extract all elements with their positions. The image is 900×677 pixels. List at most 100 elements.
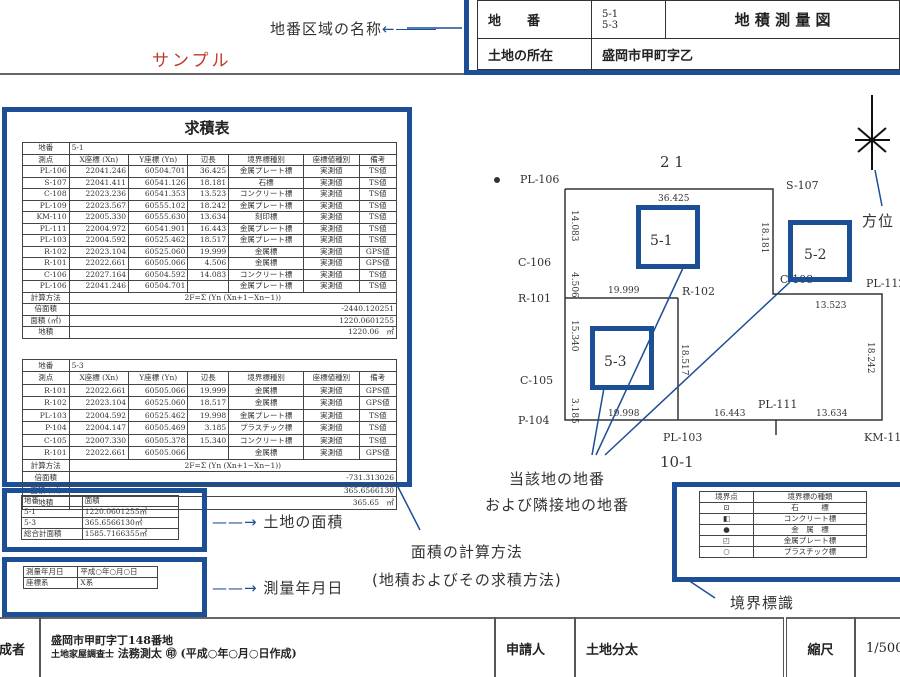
table-cell: 実測値 (303, 188, 360, 201)
table-row: 倍面積-2440.120251 (22, 303, 398, 316)
table-cell: 測量年月日 (22, 566, 79, 578)
table-cell: PL-111 (22, 222, 70, 235)
table-cell: 60525.462 (128, 234, 189, 247)
table-cell: 境界標の種類 (753, 491, 867, 503)
edge-length: 18.181 (759, 222, 769, 254)
neighbor-lot-label: 2 1 (660, 153, 684, 171)
annotation-survey-date: ——→ 測量年月日 (212, 577, 343, 598)
table-cell: TS値 (358, 234, 398, 247)
survey-point-label: PL-112 (866, 277, 900, 290)
table-cell: 1585.7166355㎡ (81, 528, 180, 540)
table-cell: 22041.411 (68, 176, 130, 189)
table-cell: 金属プレート標 (753, 535, 867, 547)
edge-length: 19.999 (608, 286, 640, 296)
table-cell: 36.425 (187, 165, 230, 178)
parcel-label: 5-1 (650, 233, 673, 249)
table-cell: 座標値種別 (303, 153, 360, 166)
table-cell: 60504.701 (128, 165, 189, 178)
table-cell: コンクリート標 (228, 188, 305, 201)
table-cell: TS値 (358, 165, 398, 178)
table-cell: 実測値 (303, 176, 360, 189)
edge-length: 36.425 (658, 194, 690, 204)
table-cell: X系 (77, 577, 158, 589)
annotation-text: 測量年月日 (263, 579, 344, 597)
table-cell: 石 標 (753, 502, 867, 514)
edge-length: 3.185 (569, 398, 579, 424)
arrow-icon: ——→ (212, 579, 264, 597)
arrow-line (395, 29, 436, 30)
table-cell: 石標 (228, 176, 305, 189)
annotation-lot-numbers: 当該地の地番 および隣接地の地番 (485, 466, 629, 518)
table-cell: C-108 (22, 188, 70, 201)
edge-length: 16.443 (714, 409, 746, 419)
annotation-text: (地積およびその求積方法) (372, 571, 562, 589)
maker-name: 法務測太 ㊞ (平成○年○月○日作成) (117, 647, 297, 660)
location-label: 土地の所在 (477, 38, 592, 70)
table-cell: 18.181 (187, 176, 230, 189)
table-row: ○プラスチック標 (698, 546, 867, 558)
table-cell: ◧ (698, 513, 755, 525)
annotation-text: 地番区域の名称 (270, 20, 383, 38)
table-cell: 金属プレート標 (228, 222, 305, 235)
table-cell: TS値 (358, 199, 398, 212)
table-cell: 13.634 (187, 211, 230, 224)
edge-length: 4.506 (569, 272, 579, 298)
survey-point-label: PL-106 (520, 173, 559, 186)
edge-length: 18.242 (865, 342, 875, 374)
annotation-area-name: 地番区域の名称← (270, 18, 436, 39)
table-cell: TS値 (358, 176, 398, 189)
table-cell: 金属プレート標 (228, 199, 305, 212)
annotation-calc-method: 面積の計算方法 (地積およびその求積方法) (372, 538, 562, 594)
table-cell: Y座標 (Yn) (128, 153, 189, 166)
table-cell: 境界点 (698, 491, 755, 503)
survey-point-label: R-102 (682, 285, 715, 298)
annotation-text: 土地の面積 (263, 513, 344, 531)
lot-label: 地 番 (477, 0, 592, 39)
parcel-boundaries (564, 188, 883, 435)
table-cell: 実測値 (303, 234, 360, 247)
table-cell: コンクリート標 (753, 513, 867, 525)
annotation-boundary-marks: 境界標識 (730, 594, 795, 612)
metal-mark-icon (494, 177, 500, 183)
annotation-text: および隣接地の地番 (485, 496, 630, 514)
table-cell: 60555.102 (128, 199, 189, 212)
table-cell: ○ (698, 546, 755, 558)
edge-length: 13.523 (815, 301, 847, 311)
applicant-label: 申請人 (494, 618, 575, 677)
parcel-box-5-3 (590, 326, 654, 390)
edge-length: 18.517 (679, 344, 689, 376)
footer-table: 作成者 盛岡市甲町字丁148番地 土地家屋調査士 法務測太 ㊞ (平成○年○月○… (0, 617, 900, 677)
table-cell: 1220.06 ㎡ (68, 326, 398, 339)
survey-point-label: C-106 (518, 256, 551, 269)
legend-box: 境界点境界標の種類⊡石 標◧コンクリート標●金 属 標◰金属プレート標○プラスチ… (672, 482, 900, 582)
boundary-legend-table: 境界点境界標の種類⊡石 標◧コンクリート標●金 属 標◰金属プレート標○プラスチ… (698, 491, 867, 558)
survey-point-label: PL-103 (663, 431, 702, 444)
table-cell: 18.517 (187, 234, 230, 247)
maker-label: 作成者 (0, 642, 26, 658)
table-cell: PL-109 (22, 199, 70, 212)
survey-point-label: R-101 (518, 292, 551, 305)
table-row: ⊡石 標 (698, 502, 867, 514)
survey-point-label: S-107 (786, 179, 819, 192)
header-divider (0, 73, 466, 75)
table-cell: ⊡ (698, 502, 755, 514)
table-cell: 60541.901 (128, 222, 189, 235)
maker-info: 盛岡市甲町字丁148番地 土地家屋調査士 法務測太 ㊞ (平成○年○月○日作成) (39, 618, 495, 677)
